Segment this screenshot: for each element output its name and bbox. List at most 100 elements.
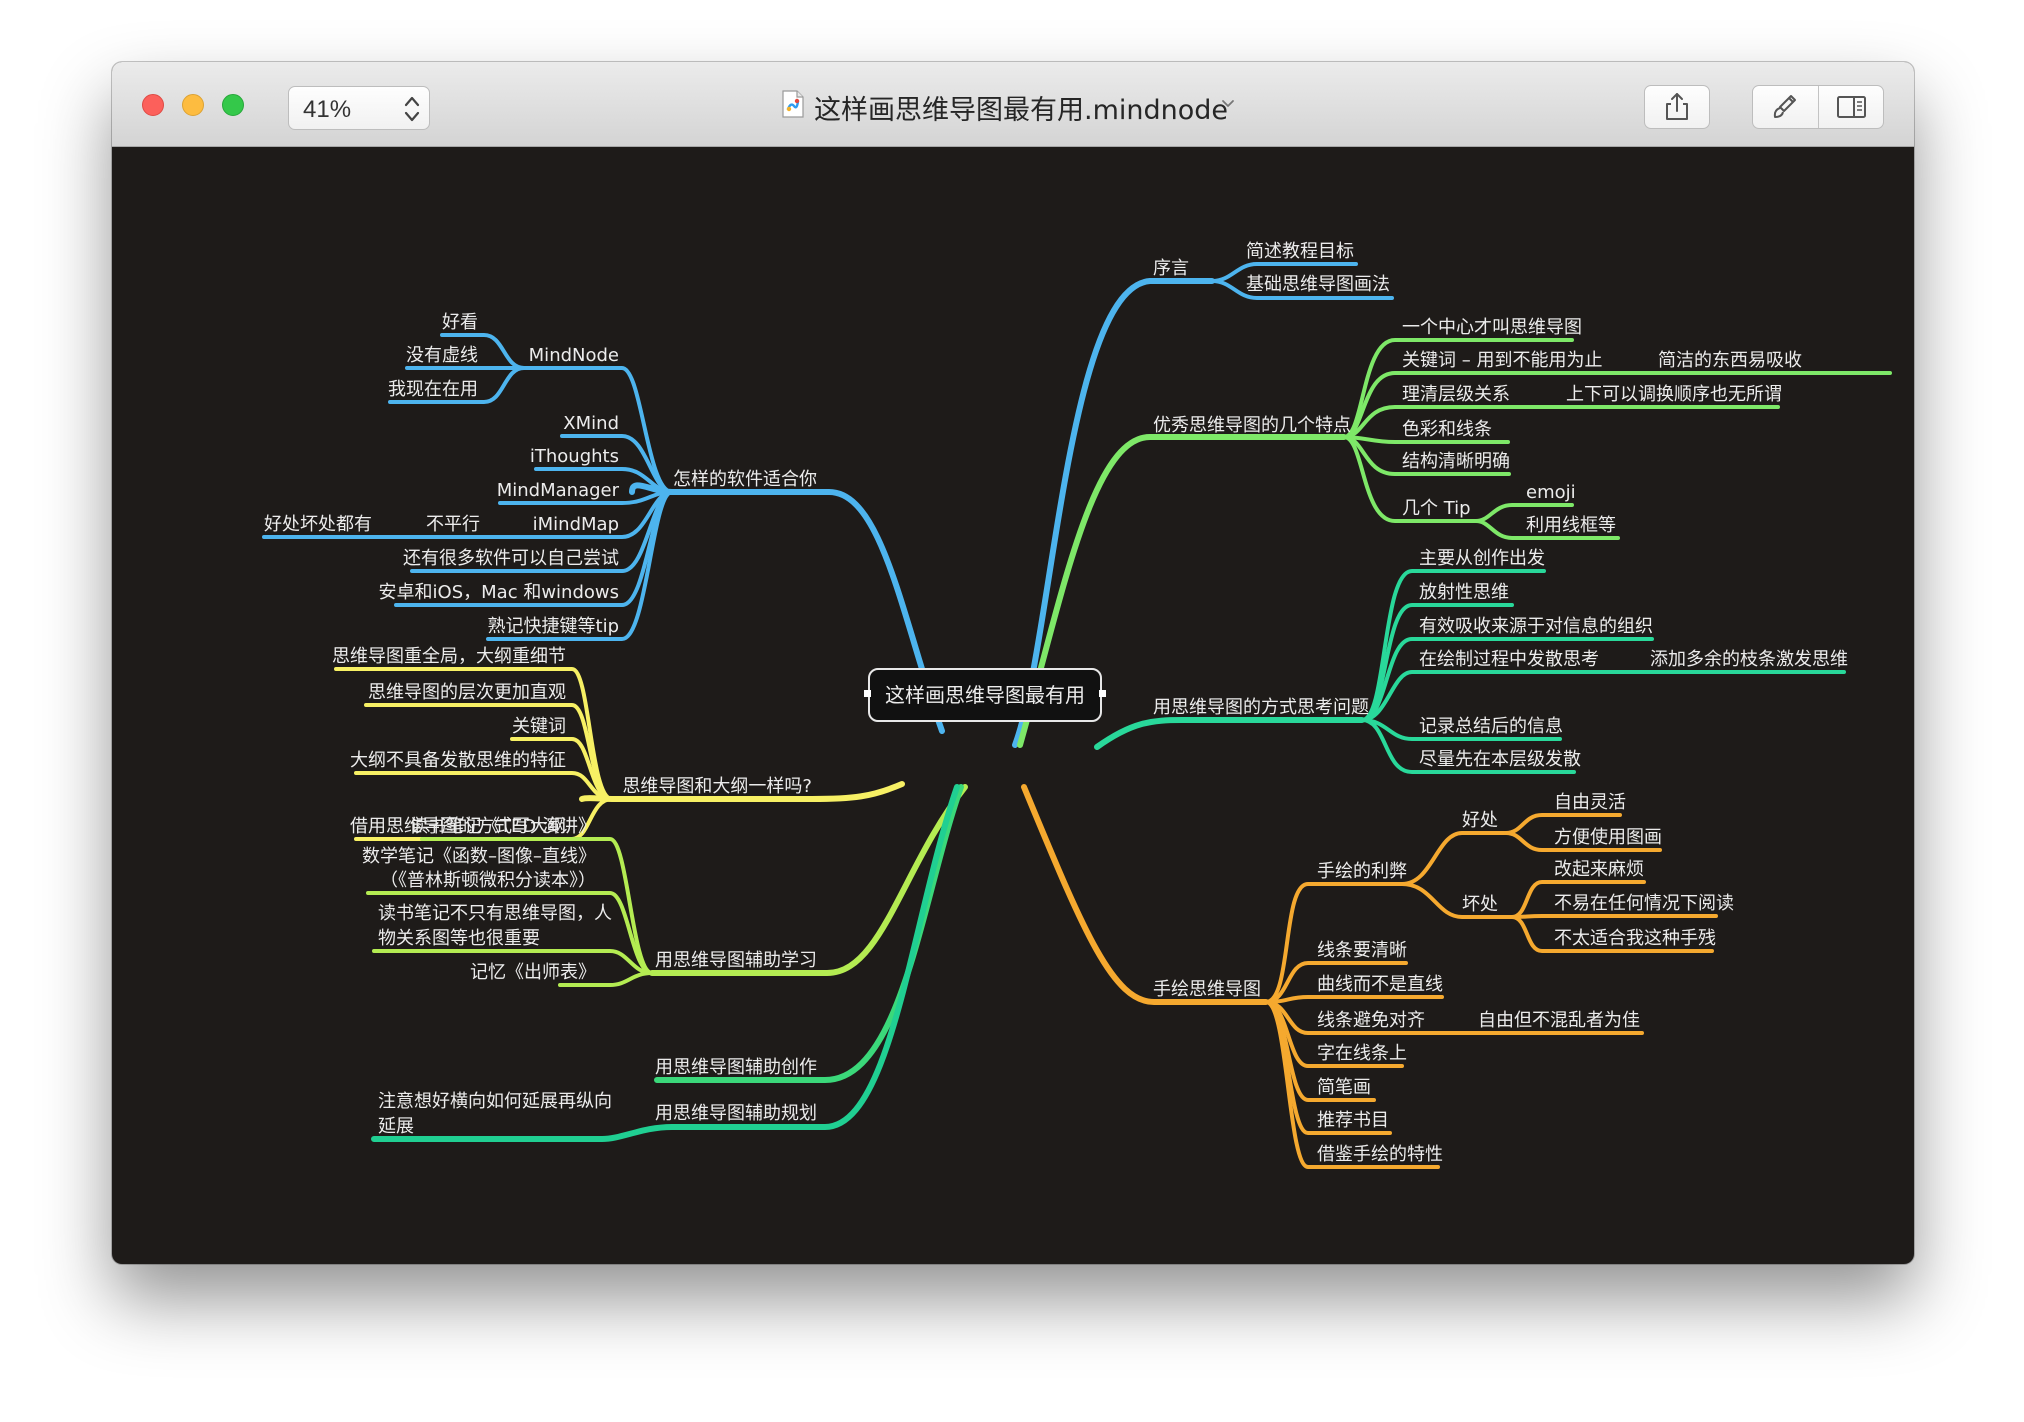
topic-outline[interactable]: 思维导图和大纲一样吗? [622,776,812,797]
topic-prologue[interactable]: 序言 [1153,258,1189,279]
chevron-down-icon[interactable] [1220,96,1236,112]
topic-handdrawn[interactable]: 手绘思维导图 [1153,979,1261,1000]
subtopic-outline-4[interactable]: 大纲不具备发散思维的特征 [350,750,566,771]
minimize-window-button[interactable] [182,94,204,116]
subtopic-learning-3-line1[interactable]: 读书笔记不只有思维导图，人 [378,903,612,924]
software-branch: 怎样的软件适合你 MindNode 好看 没有虚线 我现在在用 XMind iT… [264,312,817,637]
subtopic-thinking-5[interactable]: 记录总结后的信息 [1419,716,1563,737]
subtopic-ithoughts[interactable]: iThoughts [530,446,619,467]
subtopic-thinking-4[interactable]: 在绘制过程中发散思考 [1419,649,1599,670]
subtopic-thinking-4-note[interactable]: 添加多余的枝条激发思维 [1650,649,1848,670]
handdrawn-connectors [1264,813,1718,1169]
planning-branch: 用思维导图辅助规划 注意想好横向如何延展再纵向 延展 [378,1091,817,1137]
subtopic-imindmap-note-2[interactable]: 好处坏处都有 [264,514,372,535]
subtopic-mindnode[interactable]: MindNode [529,345,619,366]
subtopic-pros[interactable]: 好处 [1462,810,1498,831]
subtopic-outline-2[interactable]: 思维导图的层次更加直观 [368,682,566,703]
subtopic-features-2-note[interactable]: 简洁的东西易吸收 [1658,350,1802,371]
subtopic-mindmanager[interactable]: MindManager [497,480,620,501]
connector-outline [579,781,905,802]
subtopic-pro-1[interactable]: 自由灵活 [1554,792,1626,813]
window-title-area[interactable]: 这样画思维导图最有用.mindnode [782,84,1302,126]
subtopic-software-shortcuts[interactable]: 熟记快捷键等tip [488,616,619,637]
subtopic-con-3[interactable]: 不太适合我这种手残 [1554,928,1716,949]
mind-map[interactable]: 这样画思维导图最有用 序言 简述教程目标 基础思维导图画法 优秀思维导图的几个特… [112,147,1914,1264]
share-button[interactable] [1644,85,1710,129]
subtopic-mindnode-note-1[interactable]: 好看 [442,312,478,333]
subtopic-software-more[interactable]: 还有很多软件可以自己尝试 [403,548,619,569]
subtopic-software-platforms[interactable]: 安卓和iOS，Mac 和windows [379,582,619,603]
brush-icon[interactable] [1753,86,1818,128]
subtopic-mindnode-note-2[interactable]: 没有虚线 [406,345,478,366]
subtopic-outline-1[interactable]: 思维导图重全局，大纲重细节 [332,646,566,667]
subtopic-mindnode-note-3[interactable]: 我现在在用 [388,379,478,400]
title-bar: 41% 这样画思维导图最有用.mindnode [112,62,1914,147]
topic-software[interactable]: 怎样的软件适合你 [673,469,817,490]
thinking-branch: 用思维导图的方式思考问题 主要从创作出发 放射性思维 有效吸收来源于对信息的组织… [1153,548,1848,770]
subtopic-thinking-3[interactable]: 有效吸收来源于对信息的组织 [1419,616,1653,637]
subtopic-learning-2-line1[interactable]: 数学笔记《函数–图像–直线》 [362,846,596,867]
prologue-connectors [1210,262,1394,300]
subtopic-imindmap[interactable]: iMindMap [533,514,619,535]
subtopic-features-1[interactable]: 一个中心才叫思维导图 [1402,317,1582,338]
subtopic-learning-2-line2[interactable]: （《普林斯顿微积分读本》） [380,870,596,891]
subtopic-features-2[interactable]: 关键词 – 用到不能用为止 [1402,350,1602,371]
subtopic-learning-1[interactable]: 读书笔记《TED 演讲》 [410,816,596,837]
selection-handle-right[interactable] [1099,690,1106,697]
subtopic-learning-3-line2[interactable]: 物关系图等也很重要 [378,928,540,949]
subtopic-handdrawn-4[interactable]: 字在线条上 [1317,1043,1407,1064]
subtopic-tip-frames[interactable]: 利用线框等 [1526,515,1616,536]
subtopic-handdrawn-5[interactable]: 简笔画 [1317,1077,1371,1098]
branch-connectors [262,262,1892,1169]
subtopic-features-5[interactable]: 结构清晰明确 [1402,451,1510,472]
subtopic-handdrawn-7[interactable]: 借鉴手绘的特性 [1317,1144,1443,1165]
selection-handle-left[interactable] [864,690,871,697]
subtopic-handdrawn-2[interactable]: 曲线而不是直线 [1317,974,1443,995]
subtopic-features-6[interactable]: 几个 Tip [1402,498,1471,519]
subtopic-features-3-note[interactable]: 上下可以调换顺序也无所谓 [1566,384,1782,405]
mindnode-window: 41% 这样画思维导图最有用.mindnode [112,62,1914,1264]
mind-map-canvas[interactable]: 这样画思维导图最有用 序言 简述教程目标 基础思维导图画法 优秀思维导图的几个特… [112,147,1914,1264]
subtopic-cons[interactable]: 坏处 [1462,894,1498,915]
subtopic-features-4[interactable]: 色彩和线条 [1402,419,1492,440]
subtopic-planning-note-line1[interactable]: 注意想好横向如何延展再纵向 [378,1091,612,1112]
subtopic-con-2[interactable]: 不易在任何情况下阅读 [1554,893,1734,914]
subtopic-learning-4[interactable]: 记忆《出师表》 [470,962,596,983]
subtopic-thinking-2[interactable]: 放射性思维 [1419,582,1509,603]
connector-thinking [1094,717,1365,750]
zoom-level-value: 41% [303,96,352,123]
subtopic-xmind[interactable]: XMind [563,413,619,434]
subtopic-features-3[interactable]: 理清层级关系 [1402,384,1510,405]
subtopic-handdrawn-3-note[interactable]: 自由但不混乱者为佳 [1478,1010,1640,1031]
subtopic-prologue-1[interactable]: 简述教程目标 [1246,241,1354,262]
subtopic-tip-emoji[interactable]: emoji [1526,482,1576,503]
stepper-arrows-icon[interactable] [403,94,421,124]
topic-planning[interactable]: 用思维导图辅助规划 [655,1103,817,1124]
subtopic-planning-note-line2[interactable]: 延展 [378,1116,414,1137]
topic-learning[interactable]: 用思维导图辅助学习 [655,950,817,971]
zoom-window-button[interactable] [222,94,244,116]
topic-thinking[interactable]: 用思维导图的方式思考问题 [1153,697,1369,718]
subtopic-outline-5[interactable]: 借用思维导图的方式写大纲 [350,816,566,837]
central-topic[interactable]: 这样画思维导图最有用 [864,668,1106,722]
button-divider [1818,86,1819,128]
close-window-button[interactable] [142,94,164,116]
subtopic-handdrawn-1[interactable]: 线条要清晰 [1317,940,1407,961]
subtopic-imindmap-note[interactable]: 不平行 [426,514,480,535]
creation-branch: 用思维导图辅助创作 [655,1057,817,1078]
zoom-level-control[interactable]: 41% [288,86,430,130]
subtopic-thinking-6[interactable]: 尽量先在本层级发散 [1419,749,1581,770]
subtopic-pro-2[interactable]: 方便使用图画 [1554,827,1662,848]
topic-creation[interactable]: 用思维导图辅助创作 [655,1057,817,1078]
subtopic-prologue-2[interactable]: 基础思维导图画法 [1246,274,1390,295]
sidebar-icon[interactable] [1819,86,1884,128]
topic-features[interactable]: 优秀思维导图的几个特点 [1153,415,1351,436]
share-icon [1666,93,1688,120]
subtopic-pros-cons[interactable]: 手绘的利弊 [1317,861,1407,882]
subtopic-outline-3[interactable]: 关键词 [512,716,566,737]
subtopic-handdrawn-3[interactable]: 线条避免对齐 [1317,1010,1425,1031]
subtopic-con-1[interactable]: 改起来麻烦 [1554,859,1644,880]
connector-software [629,482,945,734]
subtopic-thinking-1[interactable]: 主要从创作出发 [1419,548,1545,569]
subtopic-handdrawn-6[interactable]: 推荐书目 [1317,1110,1389,1131]
